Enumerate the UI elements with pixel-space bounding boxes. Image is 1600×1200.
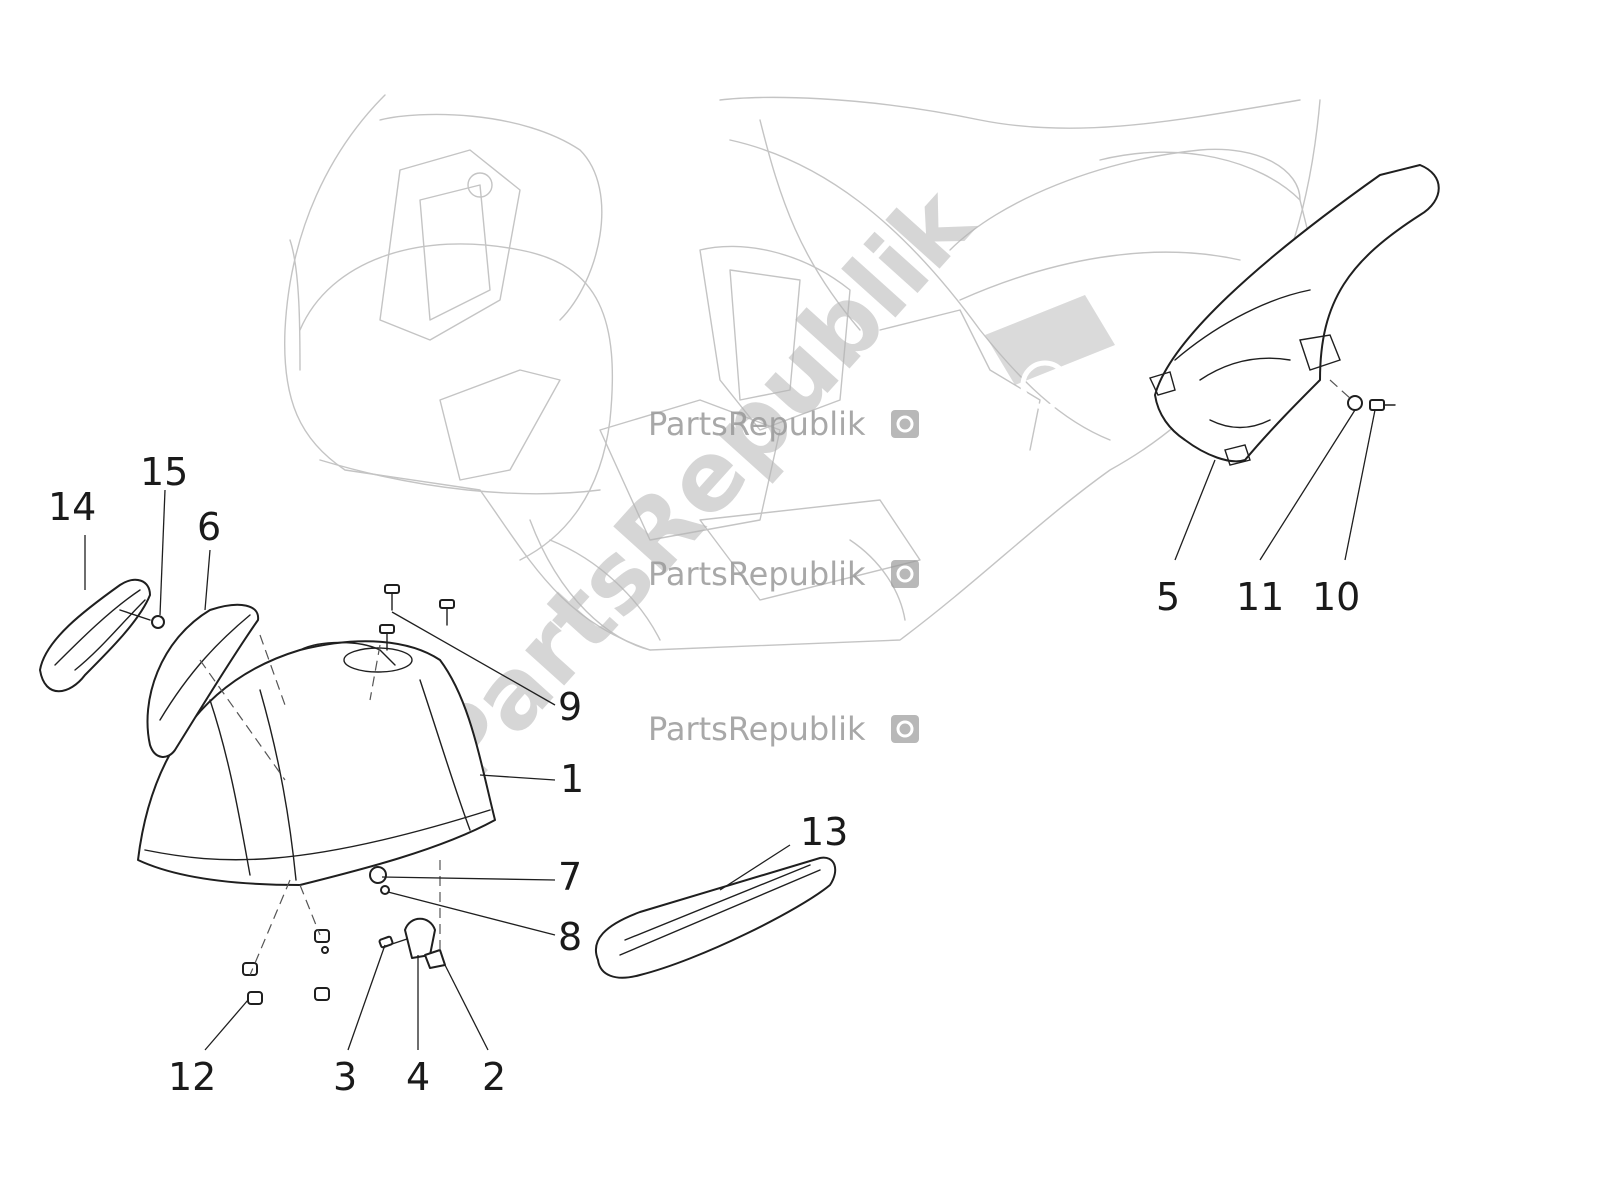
- watermark-group: PartsRepublik PartsRepublik PartsRepubli…: [404, 166, 1115, 805]
- callout-10: 10: [1312, 575, 1360, 619]
- callout-1: 1: [560, 757, 584, 801]
- callout-12: 12: [168, 1055, 216, 1099]
- part-washer-15: [119, 609, 165, 629]
- part-right-cover: [595, 856, 837, 979]
- watermark-line-1: PartsRepublik: [648, 405, 919, 443]
- watermark-gear-icon: [891, 410, 919, 438]
- watermark-brand-3: PartsRepublik: [648, 710, 866, 748]
- watermark-brand-2: PartsRepublik: [648, 555, 866, 593]
- part-screw-3: [378, 935, 411, 949]
- part-front-mudguard: [137, 640, 496, 886]
- part-nut-7: [369, 866, 387, 884]
- watermark-gear-icon: [891, 560, 919, 588]
- callout-5: 5: [1156, 575, 1180, 619]
- leader-lines: [84, 409, 1376, 1051]
- callout-11: 11: [1236, 575, 1284, 619]
- watermark-gear-icon: [891, 715, 919, 743]
- part-nuts-12: [242, 929, 330, 1005]
- callout-3: 3: [333, 1055, 357, 1099]
- part-screws-9: [379, 584, 455, 651]
- screw-icon: [379, 624, 395, 651]
- watermark-line-3: PartsRepublik: [648, 710, 919, 748]
- part-screw-8: [380, 885, 390, 895]
- watermark-gear-badge: [985, 295, 1115, 410]
- part-rear-mudguard: [1149, 164, 1440, 466]
- part-clip-4: [404, 917, 436, 959]
- part-front-trim: [146, 603, 260, 758]
- callout-4: 4: [406, 1055, 430, 1099]
- callout-6: 6: [197, 505, 221, 549]
- callout-2: 2: [482, 1055, 506, 1099]
- callout-15: 15: [140, 450, 188, 494]
- screw-icon: [439, 599, 455, 626]
- screw-icon: [384, 584, 400, 611]
- watermark-line-2: PartsRepublik: [648, 555, 919, 593]
- callout-8: 8: [558, 915, 582, 959]
- callout-labels: 1 2 3 4 5 6 7 8 9 10 11 12 13 14 15: [48, 450, 1360, 1099]
- part-left-cover: [39, 578, 151, 693]
- part-screw-10: [1369, 399, 1396, 411]
- callout-14: 14: [48, 485, 96, 529]
- callout-13: 13: [800, 810, 848, 854]
- assembly-dash-lines: [199, 379, 1353, 976]
- scooter-body-ghost: [283, 94, 1321, 651]
- callout-9: 9: [558, 685, 582, 729]
- callout-7: 7: [558, 855, 582, 899]
- part-washer-11: [1347, 395, 1363, 411]
- watermark-brand-1: PartsRepublik: [648, 405, 866, 443]
